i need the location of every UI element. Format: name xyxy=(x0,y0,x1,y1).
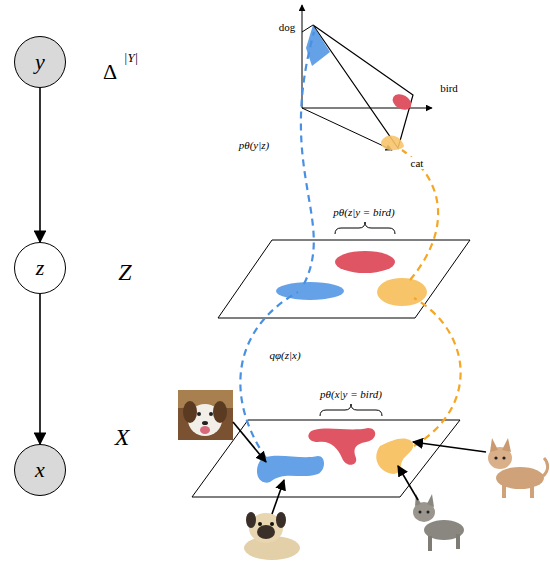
cat-photo xyxy=(428,536,432,551)
space-symbol: Z xyxy=(116,259,133,285)
variable-circle: z xyxy=(14,242,66,294)
pointer-arrow xyxy=(233,422,486,514)
dependency-arrow xyxy=(39,88,41,242)
dog-data xyxy=(257,456,324,483)
dashed-curve xyxy=(240,292,298,458)
cat-latent xyxy=(377,278,427,306)
dog-photo xyxy=(197,412,201,416)
variable-circle: y xyxy=(14,36,66,88)
space-symbol: X xyxy=(113,424,132,450)
cat-photo xyxy=(488,438,548,498)
cat-photo xyxy=(502,456,505,459)
dashed-curve xyxy=(301,32,314,284)
dog-photo xyxy=(209,412,213,416)
class-label: dog xyxy=(277,21,298,33)
cat-photo xyxy=(427,494,434,507)
cat-photo xyxy=(530,484,534,498)
pointer-arrow xyxy=(398,466,418,500)
variable-name: x xyxy=(35,459,45,481)
latent-plane xyxy=(218,240,470,318)
pug-photo xyxy=(257,525,275,539)
dog-photo xyxy=(202,421,208,425)
distribution-label: pθ(z|y = bird) xyxy=(331,206,396,218)
cat-photo xyxy=(502,484,506,498)
distribution-label: pθ(y|z) xyxy=(237,139,271,151)
cat-photo xyxy=(427,511,430,514)
cat-photo xyxy=(419,511,422,514)
simplex-symbol: Δ xyxy=(101,60,119,84)
cat-photo xyxy=(456,534,460,549)
pug-photo xyxy=(244,512,300,560)
dog-photo xyxy=(178,390,233,440)
brace xyxy=(335,222,395,234)
pointer-arrow xyxy=(233,422,266,462)
pug-photo xyxy=(246,512,256,528)
distribution-label: pθ(x|y = bird) xyxy=(318,388,384,400)
dashed-curve xyxy=(414,298,461,446)
cat-photo xyxy=(543,458,548,476)
distribution-label: qφ(z|x) xyxy=(267,349,302,361)
cat-photo xyxy=(502,438,511,452)
cat-photo xyxy=(490,438,498,452)
dog-photo xyxy=(183,401,197,423)
dashed-curve xyxy=(240,32,460,458)
dog-photo xyxy=(178,390,233,440)
cat-data xyxy=(376,438,413,474)
pug-photo xyxy=(258,522,262,526)
cat-photo xyxy=(494,456,497,459)
variable-name: y xyxy=(35,51,45,73)
pointer-arrow xyxy=(413,442,486,452)
brace xyxy=(320,404,382,416)
simplex xyxy=(302,5,432,150)
bird-latent xyxy=(335,251,395,273)
class-label: cat xyxy=(409,157,426,169)
bird-region xyxy=(390,91,414,113)
simplex-superscript: |Y| xyxy=(122,51,140,65)
simplex xyxy=(302,108,432,109)
variable-name: z xyxy=(36,257,45,279)
pug-photo xyxy=(270,522,274,526)
dog-photo xyxy=(213,401,227,423)
simplex xyxy=(313,25,413,148)
dashed-curve xyxy=(402,150,438,280)
pug-photo xyxy=(276,512,286,528)
cat-region xyxy=(381,136,404,151)
pointer-arrow xyxy=(272,480,284,514)
dog-photo xyxy=(200,426,210,434)
variable-circle: x xyxy=(14,444,66,496)
dog-latent xyxy=(276,282,344,300)
cat-photo xyxy=(413,494,464,551)
simplex xyxy=(302,108,392,150)
dependency-arrow xyxy=(39,294,41,444)
class-label: bird xyxy=(438,82,460,94)
bird-data xyxy=(308,428,375,465)
